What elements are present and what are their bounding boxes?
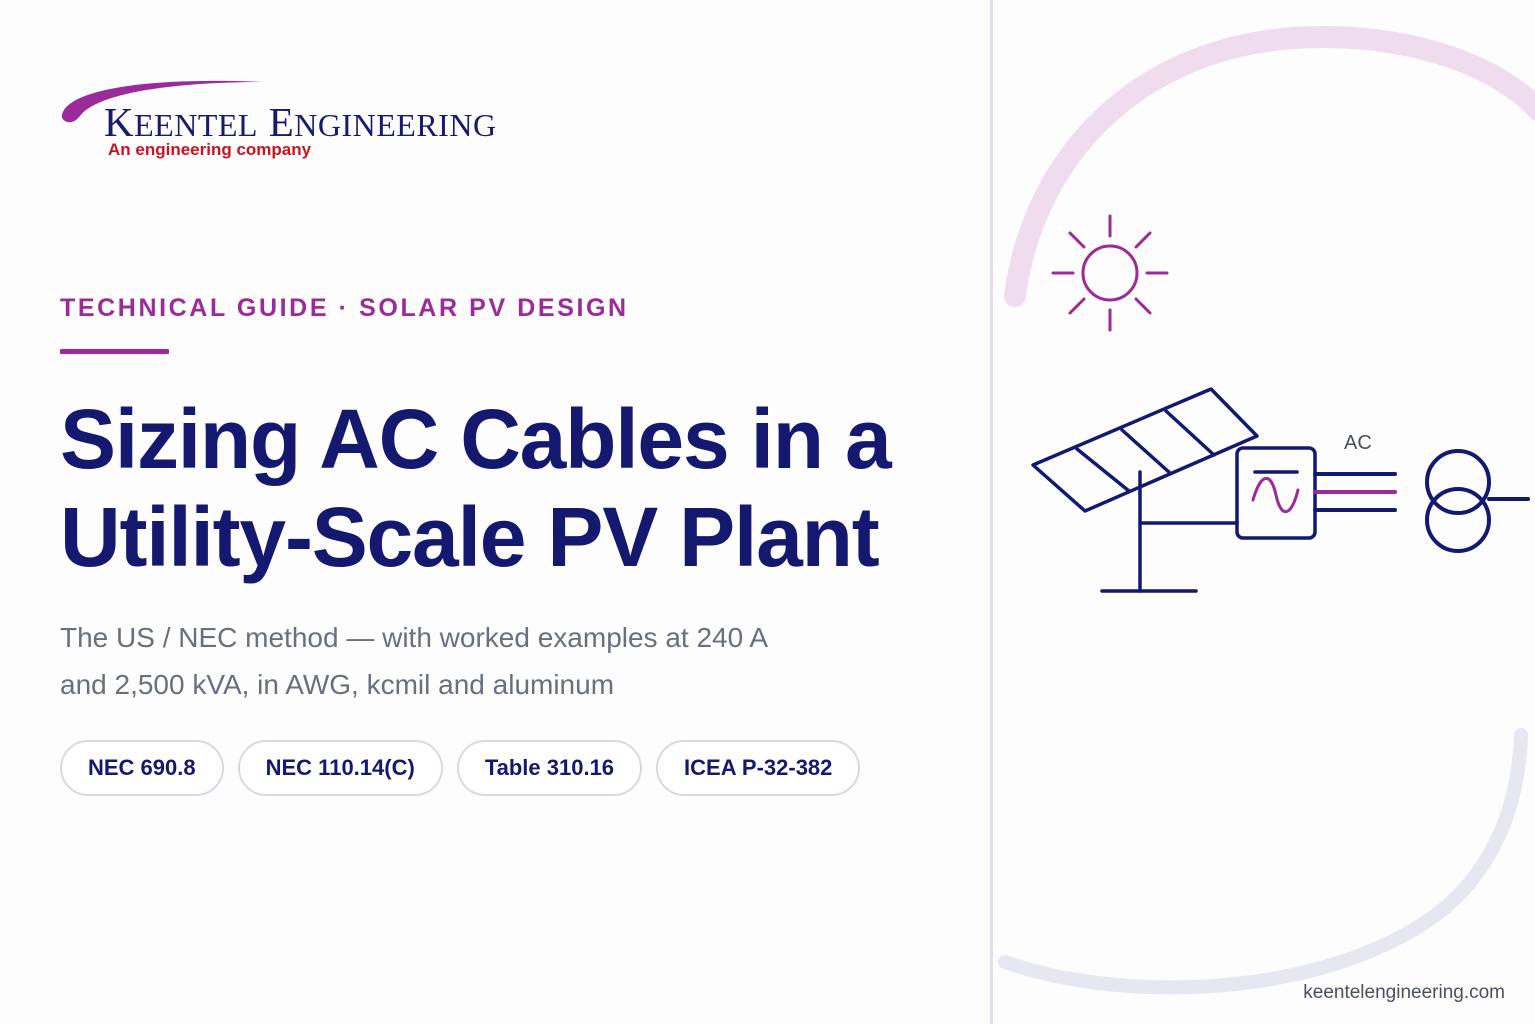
brand-logo[interactable]: KEENTEL ENGINEERING An engineering compa… — [58, 76, 578, 166]
solar-tracker-icon — [1031, 387, 1259, 593]
brand-name: KEENTEL ENGINEERING — [104, 99, 497, 145]
decor-arc-top-icon — [1004, 26, 1535, 307]
eyebrow-label: TECHNICAL GUIDE · SOLAR PV DESIGN — [60, 294, 629, 322]
chip-table-310-16[interactable]: Table 310.16 — [456, 740, 643, 796]
title-line: Utility-Scale PV Plant — [60, 490, 880, 584]
transformer-icon — [1425, 449, 1530, 553]
pv-illustration-svg: AC — [998, 26, 1535, 995]
accent-rule — [60, 349, 169, 354]
chip-nec-110-14c[interactable]: NEC 110.14(C) — [237, 740, 443, 796]
inverter-icon — [1235, 446, 1317, 540]
subtitle-line: The US / NEC method — with worked exampl… — [60, 622, 769, 653]
brand-tagline: An engineering company — [108, 140, 312, 159]
chip-icea-p-32-382[interactable]: ICEA P-32-382 — [656, 740, 861, 796]
ac-label: AC — [1344, 432, 1372, 454]
site-url-link[interactable]: keentelengineering.com — [1303, 982, 1505, 1003]
subtitle-line: and 2,500 kVA, in AWG, kcmil and aluminu… — [60, 669, 615, 700]
logo-swoosh-icon — [61, 80, 267, 123]
decor-arc-bottom-icon — [998, 728, 1528, 995]
sun-icon — [1051, 214, 1169, 332]
page-title: Sizing AC Cables in a Utility-Scale PV P… — [60, 390, 960, 586]
pv-illustration: AC keentelengineering.com — [993, 0, 1535, 1024]
chip-nec-690-8[interactable]: NEC 690.8 — [60, 740, 224, 796]
vertical-divider — [990, 0, 993, 1024]
title-line: Sizing AC Cables in a — [60, 392, 892, 486]
ac-lines-icon — [1313, 472, 1397, 512]
standard-chips: NEC 690.8 NEC 110.14(C) Table 310.16 ICE… — [60, 740, 861, 796]
subtitle: The US / NEC method — with worked exampl… — [60, 614, 880, 708]
